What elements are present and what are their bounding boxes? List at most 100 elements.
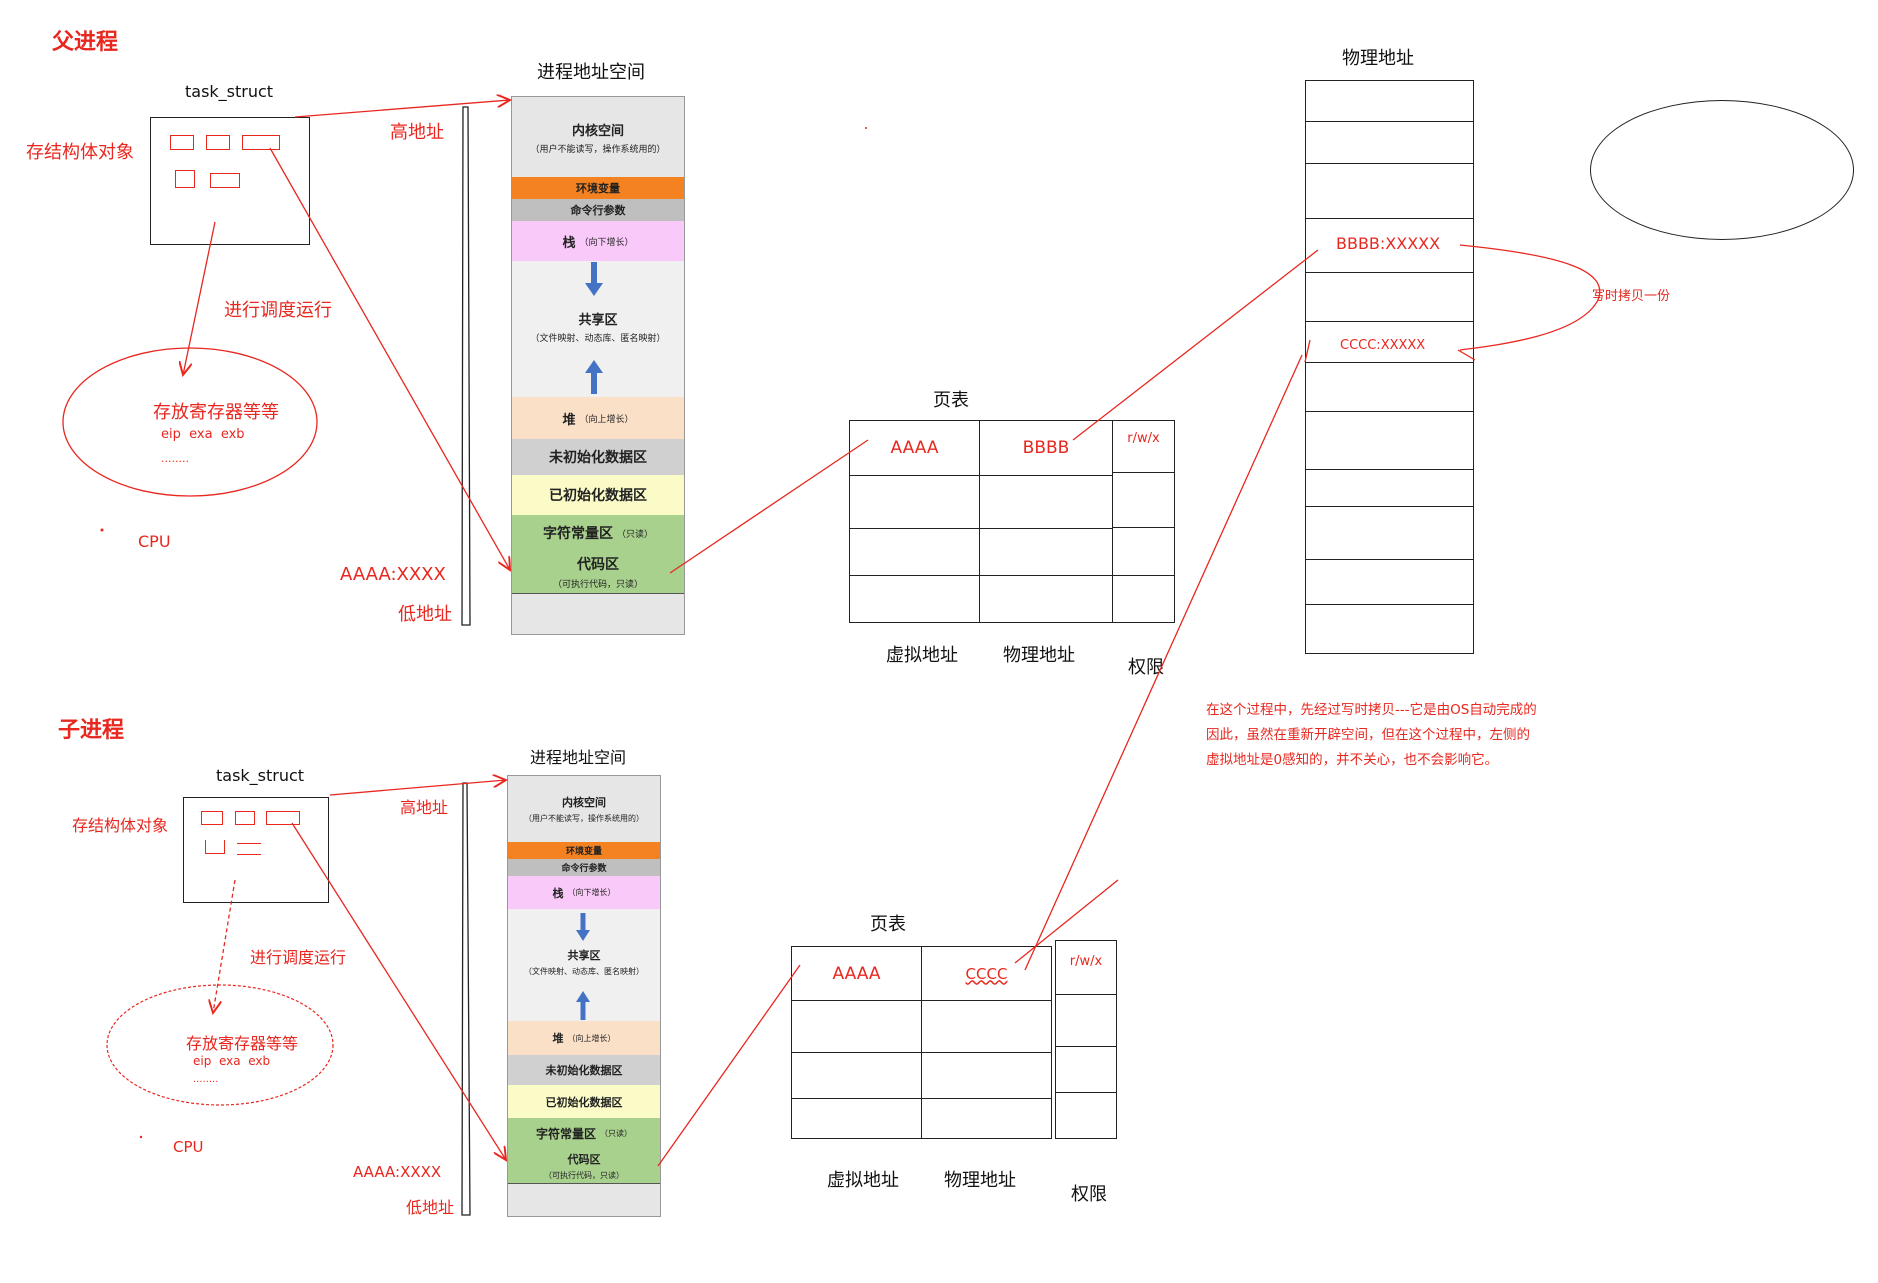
bss-segment: 未初始化数据区: [512, 439, 684, 476]
physical-address-cell: BBBB: [979, 420, 1113, 476]
memory-row: [1306, 604, 1473, 605]
child-register-dots: ........: [193, 1074, 219, 1085]
copy-on-write-label: 写时拷贝一份: [1592, 289, 1671, 304]
child-page-table-title: 页表: [870, 914, 906, 935]
heap-grow-gap: [512, 351, 684, 398]
child-cpu-label: CPU: [173, 1138, 204, 1156]
table-cell: [1055, 1092, 1117, 1139]
memory-row: [1306, 362, 1473, 363]
memory-row: [1306, 163, 1473, 164]
address-axis: [461, 782, 471, 1216]
data-segment: 已初始化数据区: [508, 1085, 660, 1119]
memory-row: [1306, 272, 1473, 273]
struct-field: [201, 811, 223, 825]
physical-memory: [1305, 80, 1474, 654]
stack-segment: 栈（向下增长）: [512, 221, 684, 262]
parent-col-permission-label: 权限: [1128, 657, 1164, 678]
table-cell: [979, 575, 1113, 623]
env-segment: 环境变量: [512, 177, 684, 200]
table-cell: [1112, 472, 1175, 528]
cmdline-segment: 命令行参数: [512, 199, 684, 222]
parent-col-virtual-label: 虚拟地址: [886, 645, 958, 666]
env-segment: 环境变量: [508, 842, 660, 860]
parent-cpu-label: CPU: [138, 532, 171, 551]
parent-registers-label: 存放寄存器等等: [153, 402, 279, 423]
memory-row: [1306, 469, 1473, 470]
virtual-address-cell: AAAA: [849, 420, 980, 476]
child-address-space: 内核空间 （用户不能读写，操作系统用的） 环境变量 命令行参数 栈（向下增长） …: [507, 775, 661, 1217]
parent-register-names: eip exa exb: [161, 427, 245, 442]
physical-address-cell: CCCC: [921, 946, 1052, 1001]
table-cell: [1055, 994, 1117, 1047]
stack-segment: 栈（向下增长）: [508, 876, 660, 910]
rodata-segment: 字符常量区（只读）: [508, 1118, 660, 1149]
table-cell: [979, 528, 1113, 576]
stack-grow-gap: [512, 261, 684, 302]
child-schedule-label: 进行调度运行: [250, 948, 347, 967]
child-col-virtual-label: 虚拟地址: [827, 1170, 899, 1191]
struct-field: [175, 170, 195, 188]
permission-cell: r/w/x: [1055, 940, 1117, 995]
dot-mark: [139, 1135, 143, 1139]
table-cell: [849, 575, 980, 623]
memory-row: [1306, 411, 1473, 412]
memory-row: [1306, 218, 1473, 219]
child-address-space-title: 进程地址空间: [530, 748, 627, 767]
cmdline-segment: 命令行参数: [508, 859, 660, 877]
child-high-address-label: 高地址: [400, 798, 449, 817]
arrow-line: [669, 439, 869, 574]
shared-segment: 共享区 （文件映射、动态库、匿名映射）: [512, 301, 684, 352]
memory-row: [1306, 121, 1473, 122]
code-segment: 代码区 （可执行代码，只读）: [512, 551, 684, 594]
parent-schedule-label: 进行调度运行: [224, 300, 332, 321]
parent-task-struct-label: task_struct: [185, 82, 274, 101]
heap-segment: 堆（向上增长）: [508, 1021, 660, 1056]
heap-grow-gap: [508, 983, 660, 1022]
child-col-physical-label: 物理地址: [944, 1170, 1016, 1191]
arrow-line: [329, 780, 506, 796]
table-cell: [1112, 575, 1175, 623]
note-line: 因此，虽然在重新开辟空间，但在这个过程中，左侧的: [1206, 727, 1530, 743]
parent-page-table: AAAA BBBB r/w/x: [849, 420, 1177, 624]
parent-address-space: 内核空间 （用户不能读写，操作系统用的） 环境变量 命令行参数 栈（向下增长） …: [511, 96, 685, 635]
physical-bbbb-label: BBBB:XXXXX: [1336, 234, 1441, 253]
child-page-table: AAAA CCCC r/w/x: [791, 940, 1120, 1140]
table-cell: [921, 1052, 1052, 1099]
note-line: 虚拟地址是0感知的，并不关心，也不会影响它。: [1206, 752, 1499, 768]
rodata-segment: 字符常量区（只读）: [512, 515, 684, 552]
kernel-segment: 内核空间 （用户不能读写，操作系统用的）: [512, 97, 684, 178]
physical-memory-title: 物理地址: [1342, 48, 1414, 69]
struct-field: [266, 811, 300, 825]
parent-low-address-label: 低地址: [398, 604, 452, 625]
heap-segment: 堆（向上增长）: [512, 397, 684, 440]
permission-cell: r/w/x: [1112, 420, 1175, 473]
table-cell: [921, 1000, 1052, 1053]
struct-field: [170, 135, 194, 150]
parent-address-space-title: 进程地址空间: [537, 62, 645, 83]
memory-row: [1306, 506, 1473, 507]
dot-mark: [100, 528, 104, 532]
copy-on-write-note: 在这个过程中，先经过写时拷贝---它是由OS自动完成的 因此，虽然在重新开辟空间…: [1206, 698, 1537, 773]
table-cell: [791, 1000, 922, 1053]
struct-field: [210, 173, 240, 188]
child-registers-label: 存放寄存器等等: [186, 1034, 299, 1053]
shared-segment: 共享区 （文件映射、动态库、匿名映射）: [508, 941, 660, 984]
table-cell: [849, 528, 980, 576]
code-segment: 代码区 （可执行代码，只读）: [508, 1148, 660, 1184]
struct-field: [206, 135, 230, 150]
ellipse-shape: [1590, 100, 1854, 240]
child-task-struct-label: task_struct: [216, 766, 305, 785]
copy-on-write-curve: [1459, 244, 1601, 351]
bss-segment: 未初始化数据区: [508, 1055, 660, 1086]
table-cell: [791, 1098, 922, 1139]
address-axis: [461, 106, 471, 626]
child-register-names: eip exa exb: [193, 1054, 271, 1068]
child-col-permission-label: 权限: [1071, 1184, 1107, 1205]
table-cell: [791, 1052, 922, 1099]
arrow-line: [1072, 249, 1319, 441]
kernel-segment: 内核空间 （用户不能读写，操作系统用的）: [508, 776, 660, 843]
table-cell: [979, 475, 1113, 529]
table-cell: [1055, 1046, 1117, 1093]
table-cell: [849, 475, 980, 529]
parent-col-physical-label: 物理地址: [1003, 645, 1075, 666]
